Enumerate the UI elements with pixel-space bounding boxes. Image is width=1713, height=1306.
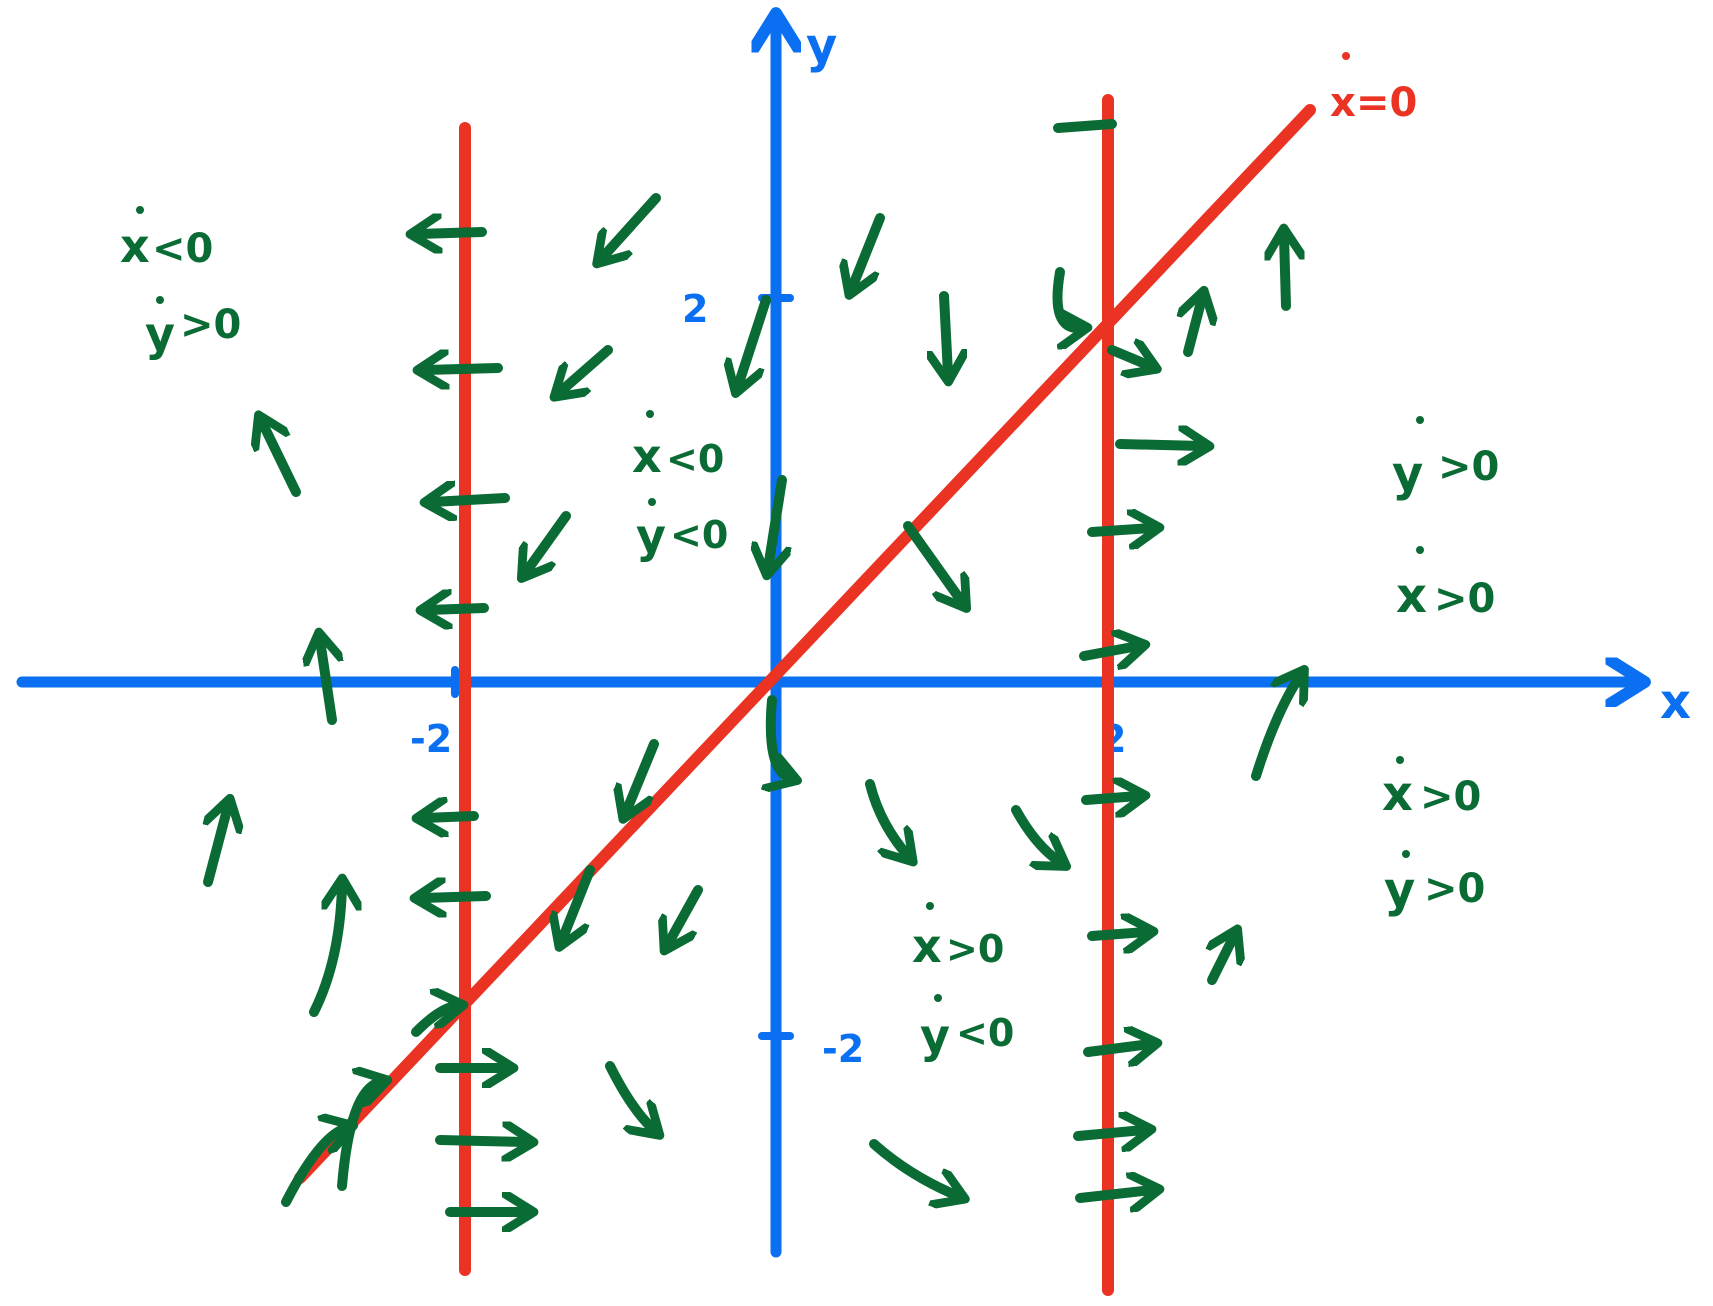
field-arrow <box>944 291 948 374</box>
field-arrow <box>771 695 790 778</box>
field-arrow <box>262 422 301 497</box>
field-arrow <box>869 1139 958 1196</box>
region-right-lower-line1-rel: >0 <box>1420 774 1481 820</box>
field-arrow <box>425 368 503 370</box>
region-upper-middle-line1-var: x <box>632 429 662 483</box>
field-arrow <box>320 640 332 725</box>
region-right-upper-line1-var: y <box>1392 446 1423 502</box>
field-arrow <box>526 511 571 572</box>
field-arrow <box>1073 1130 1144 1136</box>
region-upper-left-line1-var: x <box>120 219 150 273</box>
field-arrow <box>1075 1190 1152 1198</box>
field-arrow <box>1052 267 1081 328</box>
field-arrow <box>903 521 962 602</box>
region-right-upper-line2-var: x <box>1396 568 1427 624</box>
nullcline-label-var: x <box>1330 80 1356 126</box>
field-arrow <box>668 885 703 944</box>
region-upper-middle-line2-var: y <box>636 509 666 563</box>
region-right-lower-line1-var: x <box>1382 766 1413 822</box>
region-right-upper-line2-rel: >0 <box>1434 576 1495 622</box>
nullcline-label-rest: =0 <box>1356 80 1417 126</box>
field-arrow <box>435 1140 526 1142</box>
field-arrow <box>1087 528 1152 532</box>
field-arrow <box>602 193 661 258</box>
field-arrow <box>605 1061 654 1130</box>
region-upper-left-line1-rel: <0 <box>152 226 213 272</box>
region-label-right-lower: x >0 y >0 <box>1382 756 1485 918</box>
field-arrow <box>768 475 782 568</box>
field-arrow <box>422 896 491 898</box>
region-lower-middle-line2-var: y <box>920 1009 950 1063</box>
field-arrow <box>418 232 487 234</box>
tick-label-x-neg: -2 <box>410 717 452 761</box>
field-arrow <box>432 498 510 502</box>
tick-label-y-neg: -2 <box>822 1027 864 1071</box>
field-arrow <box>1081 796 1138 800</box>
field-arrow <box>626 739 659 812</box>
field-arrow <box>1212 936 1234 985</box>
region-label-upper-left: x <0 y >0 <box>120 206 241 361</box>
field-arrow <box>1079 646 1138 656</box>
nullcline-label: x =0 <box>1330 52 1417 126</box>
region-label-upper-middle: x <0 y <0 <box>632 410 728 563</box>
field-arrow <box>1107 350 1150 366</box>
field-arrow <box>560 345 613 392</box>
field-arrow <box>1053 119 1117 133</box>
field-arrow <box>208 806 228 887</box>
region-right-lower-line2-var: y <box>1384 862 1415 918</box>
field-arrow <box>1251 676 1300 781</box>
region-lower-middle-line1-rel: >0 <box>946 927 1004 971</box>
field-arrow <box>562 865 595 940</box>
nullcline-diagonal <box>294 104 1316 1184</box>
region-upper-left-line2-rel: >0 <box>180 302 241 348</box>
region-lower-middle-line1-var: x <box>912 919 942 973</box>
direction-field <box>208 119 1300 1212</box>
region-right-lower-line2-rel: >0 <box>1424 866 1485 912</box>
field-arrow <box>738 295 771 386</box>
field-arrow <box>309 886 342 1017</box>
y-axis-label: y <box>806 18 837 74</box>
region-label-right-upper: y >0 x >0 <box>1392 416 1499 624</box>
field-arrow <box>1011 805 1060 862</box>
region-right-upper-line1-rel: >0 <box>1438 444 1499 490</box>
region-upper-middle-line1-rel: <0 <box>666 437 724 481</box>
field-arrow <box>1083 1044 1150 1052</box>
field-arrow <box>281 1128 346 1207</box>
field-arrow <box>865 779 908 856</box>
tick-label-y-pos: 2 <box>682 287 708 331</box>
region-lower-middle-line2-rel: <0 <box>956 1011 1014 1055</box>
field-arrow <box>337 1082 380 1191</box>
field-arrow <box>424 816 479 818</box>
region-label-lower-middle: x >0 y <0 <box>912 902 1014 1063</box>
region-upper-middle-line2-rel: <0 <box>670 513 728 557</box>
field-arrow <box>852 213 885 288</box>
field-arrow <box>1115 444 1202 446</box>
field-arrow <box>1188 298 1202 357</box>
field-arrow <box>1087 932 1146 936</box>
field-arrow <box>411 1006 456 1037</box>
field-arrow <box>428 608 489 610</box>
region-upper-left-line2-var: y <box>145 307 175 361</box>
x-axis-label: x <box>1660 674 1691 730</box>
field-arrow <box>1284 236 1286 311</box>
